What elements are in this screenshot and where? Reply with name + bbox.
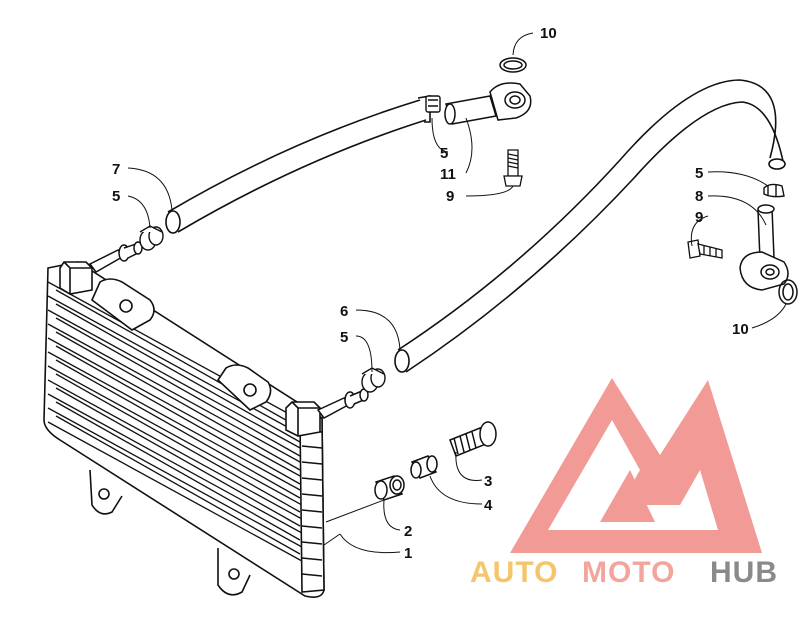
callout-7: 7 <box>112 161 120 178</box>
o-ring-right <box>778 279 798 305</box>
callout-9-right: 9 <box>695 209 703 226</box>
cooler-body <box>43 261 325 598</box>
callout-1: 1 <box>404 545 412 562</box>
callout-11: 11 <box>440 166 456 183</box>
cooler-inlet-block <box>59 261 93 295</box>
watermark-moto: MOTO <box>582 556 675 589</box>
cooler-bracket-left <box>91 278 155 331</box>
drain-screw <box>449 421 497 457</box>
watermark-auto: AUTO <box>470 556 558 589</box>
callout-8: 8 <box>695 188 703 205</box>
bolt-top <box>503 149 523 187</box>
spacer <box>410 455 438 479</box>
callout-10-top: 10 <box>540 25 557 42</box>
clamp-lower-left <box>361 367 386 393</box>
callout-10-right: 10 <box>732 321 749 338</box>
logo-inner-triangle <box>548 420 718 530</box>
leader-lines <box>127 32 787 554</box>
cooler-mount-tab-lower-left <box>89 469 123 515</box>
clamp-right <box>763 183 785 198</box>
o-ring-top <box>499 57 527 73</box>
hose-long <box>394 79 786 373</box>
cooler-mount-tab-lower-right <box>217 548 251 596</box>
bolt-right <box>687 239 723 259</box>
clamp-top-center <box>425 95 441 113</box>
callout-5-lower: 5 <box>340 329 348 346</box>
cooler-fins <box>47 281 323 573</box>
callout-6: 6 <box>340 303 348 320</box>
hose-upper <box>165 95 431 234</box>
callout-5-left: 5 <box>112 188 120 205</box>
watermark-logo <box>510 378 762 553</box>
elbow-fitting-upper <box>444 82 532 125</box>
clamp-upper-left <box>139 225 164 251</box>
callout-5-top: 5 <box>440 145 448 162</box>
callout-9-top: 9 <box>446 188 454 205</box>
callout-4: 4 <box>484 497 493 514</box>
callouts: 10 5 11 9 7 5 5 8 9 10 6 5 3 4 2 1 <box>112 25 749 562</box>
cooler-fittings <box>88 241 369 419</box>
grommet <box>374 475 405 501</box>
watermark-text: AUTO MOTO HUB <box>470 556 778 589</box>
drain-parts <box>374 421 497 501</box>
oil-cooler <box>43 261 325 598</box>
callout-3: 3 <box>484 473 492 490</box>
watermark-hub: HUB <box>710 556 778 589</box>
logo-core <box>600 470 655 522</box>
hose-clamps <box>139 95 785 393</box>
callout-2: 2 <box>404 523 412 540</box>
callout-5-right: 5 <box>695 165 703 182</box>
cooler-outlet-block <box>285 401 321 437</box>
elbow-fitting-right <box>739 204 789 291</box>
